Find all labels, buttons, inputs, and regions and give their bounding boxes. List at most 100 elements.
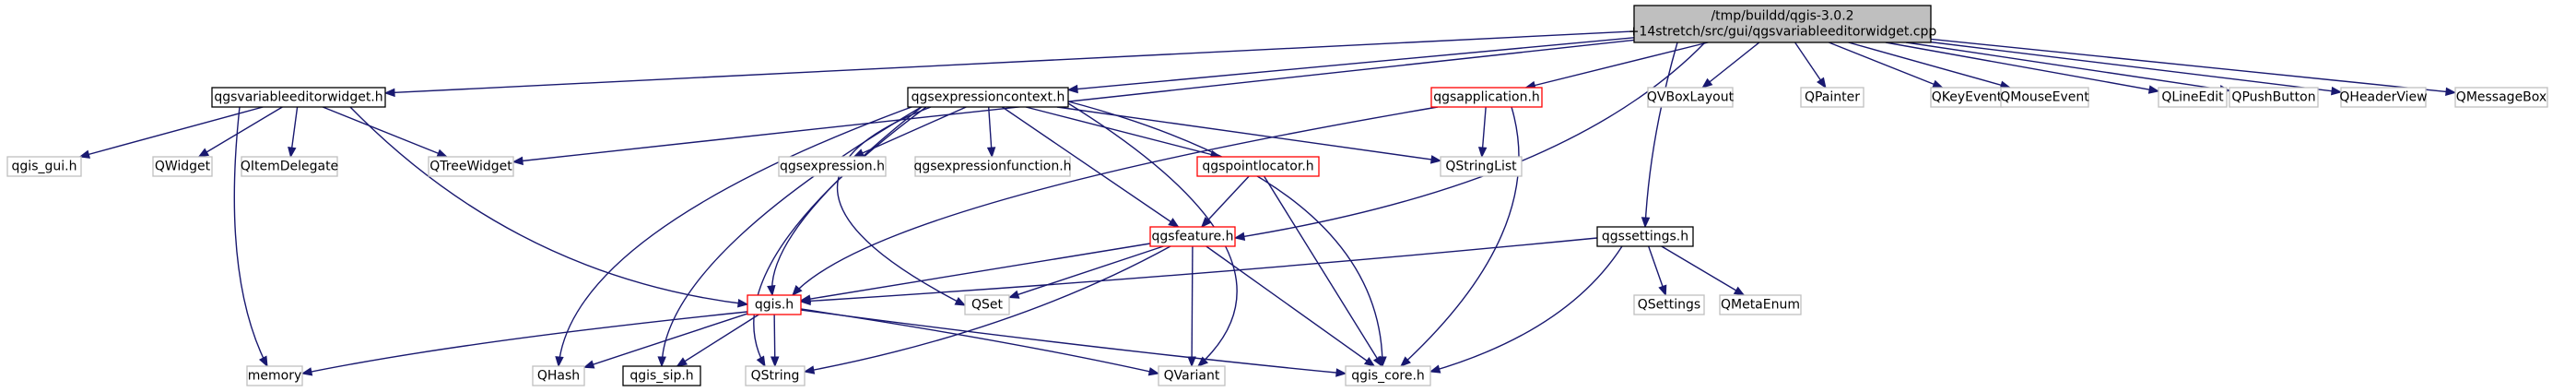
node-qgsfeature-h[interactable]: qgsfeature.h [1149, 226, 1236, 247]
node-label: QPainter [1805, 90, 1860, 105]
edge-qgsvariableeditorwidget_h-to-memory [233, 106, 268, 368]
node-qgis-h[interactable]: qgis.h [747, 294, 802, 315]
edge-arrowhead [954, 297, 967, 306]
edge-arrowhead [258, 355, 268, 368]
node-label: qgis_gui.h [12, 160, 77, 174]
node-qgspointlocator-h[interactable]: qgspointlocator.h [1196, 156, 1320, 177]
node-qgis-core-h[interactable]: qgis_core.h [1345, 365, 1431, 386]
node-qpushbutton[interactable]: QPushButton [2229, 87, 2319, 108]
edge-qgsfeature_h-to-qgis_core_h [1206, 245, 1376, 367]
edge-line [512, 39, 1635, 163]
edge-arrowhead [1429, 155, 1442, 164]
edge-arrowhead [2331, 86, 2343, 96]
edge-arrowhead [803, 365, 816, 374]
edge-line [198, 106, 283, 158]
node-qhash[interactable]: QHash [532, 365, 585, 386]
edge-line [1191, 245, 1194, 367]
node-qmetaenum[interactable]: QMetaEnum [1719, 294, 1802, 315]
node-qsettings[interactable]: QSettings [1633, 294, 1705, 315]
node-qgssettings-h[interactable]: qgssettings.h [1596, 226, 1694, 247]
node-qgsexpressioncontext-h[interactable]: qgsexpressioncontext.h [907, 87, 1069, 108]
edge-qgsapplication_h-to-QStringList [1477, 106, 1488, 159]
node-qheaderview[interactable]: QHeaderView [2339, 87, 2428, 108]
node-qgis-sip-h[interactable]: qgis_sip.h [622, 365, 701, 386]
node-label: qgsvariableeditorwidget.h [214, 90, 382, 105]
edge-line [1829, 42, 1943, 89]
node-qgis-gui-h[interactable]: qgis_gui.h [6, 156, 82, 177]
node-label: qgspointlocator.h [1202, 160, 1313, 174]
node-qset[interactable]: QSet [964, 294, 1010, 315]
edge-arrowhead [1477, 147, 1488, 159]
edge-arrowhead [555, 356, 564, 368]
node-label: QItemDelegate [241, 160, 338, 174]
node-label: QPushButton [2231, 90, 2315, 105]
edge-line [676, 314, 759, 367]
edge-arrowhead [853, 148, 865, 158]
edge-arrowhead [986, 147, 996, 159]
edge-line [1263, 175, 1383, 367]
node-qstringlist[interactable]: QStringList [1440, 156, 1523, 177]
node-box [1719, 294, 1802, 315]
edge-qgspointlocator_h-to-qgsfeature_h [1200, 175, 1250, 228]
edge-qgis_h-to-qgis_sip_h [676, 314, 759, 367]
edge-qgis_h-to-memory [300, 311, 748, 376]
edge-arrowhead [756, 355, 766, 368]
node-label: qgsexpression.h [780, 160, 885, 174]
node-qmouseevent[interactable]: QMouseEvent [2000, 87, 2089, 108]
edge-line [800, 237, 1598, 303]
edge-qgsvariableeditorwidget_h-to-QWidget [197, 106, 283, 158]
node-qstring[interactable]: QString [745, 365, 806, 386]
node-qgsexpression-h[interactable]: qgsexpression.h [778, 156, 887, 177]
node-label: qgsapplication.h [1433, 90, 1540, 105]
edge-arrowhead [300, 367, 313, 376]
node-box [914, 156, 1071, 177]
edge-arrowhead [436, 148, 449, 158]
edge-qgsexpressioncontext_h-to-qgsexpressionfunction_h [986, 106, 996, 159]
node-box [246, 365, 303, 386]
node-qtreewidget[interactable]: QTreeWidget [428, 156, 514, 177]
edge-line [384, 30, 1635, 94]
edge-arrowhead [1196, 356, 1208, 367]
node-box [2158, 87, 2228, 108]
edge-line [1206, 245, 1375, 367]
edge-line [1067, 101, 1383, 367]
edge-line [1234, 42, 1706, 239]
node-qkeyevent[interactable]: QKeyEvent [1930, 87, 2004, 108]
node-qwidget[interactable]: QWidget [152, 156, 213, 177]
edge-line [583, 313, 748, 368]
node-qgsapplication-h[interactable]: qgsapplication.h [1430, 87, 1543, 108]
edge-line [800, 309, 1347, 374]
node-memory[interactable]: memory [246, 365, 303, 386]
node-root[interactable]: /tmp/buildd/qgis-3.0.2+14stretch/src/gui… [1629, 5, 1937, 43]
node-box [2454, 87, 2548, 108]
node-box [1633, 294, 1705, 315]
node-qmessagebox[interactable]: QMessageBox [2454, 87, 2548, 108]
edge-arrowhead [1147, 367, 1160, 376]
edge-line [1002, 106, 1179, 228]
edge-arrowhead [1200, 217, 1212, 228]
edge-qgssettings_h-to-QMetaEnum [1661, 245, 1746, 296]
edge-line [233, 106, 268, 367]
node-qvboxlayout[interactable]: QVBoxLayout [1647, 87, 1735, 108]
node-qvariant[interactable]: QVariant [1158, 365, 1226, 386]
node-box [1149, 226, 1236, 247]
node-label: qgis.h [755, 298, 794, 313]
edge-arrowhead [2445, 87, 2457, 97]
edge-root-to-QHeaderView [1930, 41, 2343, 96]
edge-line [1008, 245, 1164, 299]
node-label: QKeyEvent [1932, 90, 2003, 105]
edge-arrowhead [799, 296, 811, 306]
node-box [532, 365, 585, 386]
node-label: QTreeWidget [429, 160, 512, 174]
node-box [1800, 87, 1864, 108]
edge-qgssettings_h-to-qgis_h [799, 237, 1598, 306]
node-qpainter[interactable]: QPainter [1800, 87, 1864, 108]
node-qlineedit[interactable]: QLineEdit [2158, 87, 2228, 108]
edge-line [836, 106, 966, 306]
node-qgsvariableeditorwidget-h[interactable]: qgsvariableeditorwidget.h [211, 87, 386, 108]
edge-arrowhead [78, 149, 91, 159]
edge-line [1848, 42, 2011, 89]
node-box [1158, 365, 1226, 386]
node-qgsexpressionfunction-h[interactable]: qgsexpressionfunction.h [913, 156, 1072, 177]
node-qitemdelegate[interactable]: QItemDelegate [241, 156, 338, 177]
